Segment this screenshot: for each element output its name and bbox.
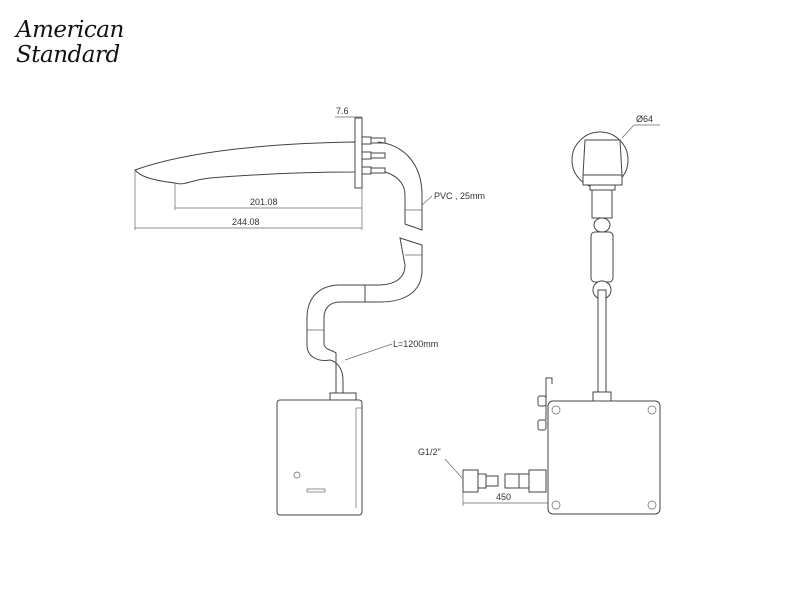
control-box-front [537, 377, 661, 515]
spout-front-view [571, 131, 629, 402]
logo-line-1: American [16, 17, 124, 43]
cable-length-label: L=1200mm [393, 339, 438, 349]
spout-reach-long-label: 244.08 [232, 217, 260, 227]
pvc-hose [306, 141, 423, 395]
sensor-diameter-label: Ø64 [636, 114, 653, 124]
inlet-length-label: 450 [496, 492, 511, 502]
flange-thickness-label: 7.6 [336, 106, 349, 116]
mounting-connectors [361, 136, 386, 175]
hose-label: PVC , 25mm [434, 191, 485, 201]
inlet-thread-label: G1/2" [418, 447, 441, 457]
american-standard-logo: American Standard [16, 18, 124, 68]
spout-side-view [134, 117, 386, 189]
control-box-side [276, 392, 363, 516]
logo-line-2: Standard [16, 42, 120, 68]
inlet-fitting [462, 469, 547, 493]
spout-reach-short-label: 201.08 [250, 197, 278, 207]
dimension-lines [134, 116, 363, 230]
